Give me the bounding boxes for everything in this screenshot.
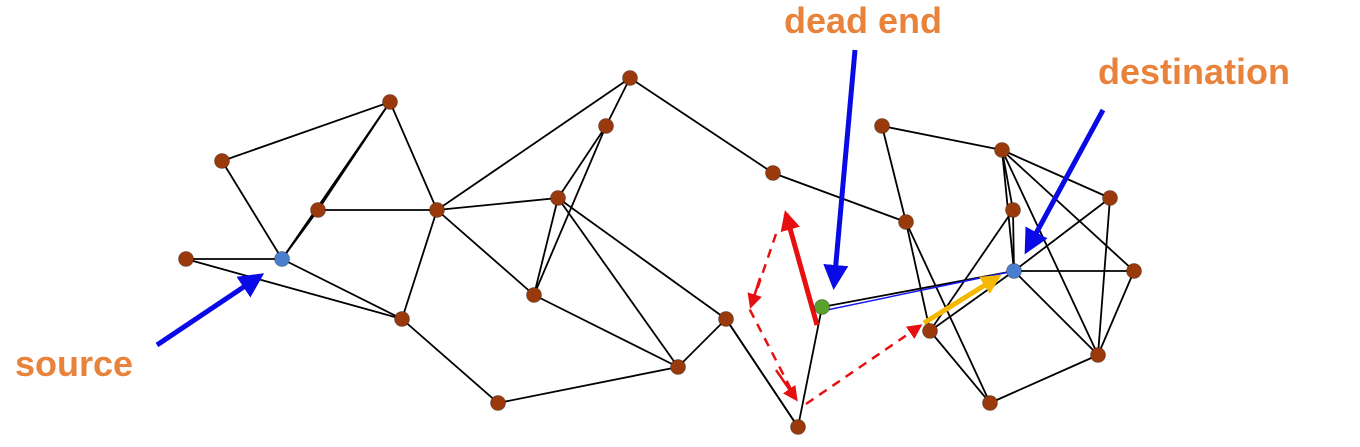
graph-edge-s-r bbox=[1001, 149, 1014, 211]
graph-edge-e-h bbox=[401, 209, 438, 320]
graph-node-r bbox=[994, 142, 1010, 158]
graph-node-j bbox=[526, 287, 542, 303]
graph-edge-e-c bbox=[436, 77, 631, 211]
graph-edge-src-d bbox=[281, 209, 319, 260]
graph-node-u bbox=[922, 323, 938, 339]
graph-edge-r-x bbox=[1001, 149, 1135, 272]
graph-edge-dst-t bbox=[1013, 197, 1111, 272]
graph-edge-f-i bbox=[557, 125, 607, 199]
dead-end-pointer-arrow bbox=[823, 49, 858, 290]
graph-edge-src-h bbox=[281, 258, 403, 320]
graph-edge-b-e bbox=[389, 101, 438, 211]
graph-edge-i-p bbox=[557, 197, 727, 320]
dead-end-label: dead end bbox=[784, 0, 943, 41]
graph-edge-a-src bbox=[221, 160, 283, 260]
dead-end-node bbox=[814, 299, 830, 315]
graph-node-m bbox=[670, 359, 686, 375]
graph-nodes bbox=[178, 70, 1142, 435]
graph-node-s bbox=[1005, 202, 1021, 218]
graph-edge-s-dst bbox=[1012, 209, 1015, 272]
graph-node-e bbox=[429, 202, 445, 218]
graph-node-o bbox=[790, 419, 806, 435]
graph-edge-o-de bbox=[797, 306, 823, 428]
graph-node-f bbox=[598, 118, 614, 134]
final-hop-arrow bbox=[922, 274, 1002, 326]
source-node bbox=[274, 251, 290, 267]
graph-edge-b-a bbox=[221, 101, 391, 162]
graph-edge-h-n bbox=[401, 318, 499, 404]
graph-node-c bbox=[622, 70, 638, 86]
source-label: source bbox=[15, 343, 134, 384]
graph-edge-q-u bbox=[905, 221, 931, 332]
graph-edge-r-t bbox=[1001, 149, 1111, 199]
graph-edge-r-w bbox=[1001, 149, 1099, 356]
graph-edge-b-d bbox=[317, 101, 391, 211]
backtrack-arrow bbox=[780, 210, 820, 326]
dashed-detour-path bbox=[748, 233, 797, 398]
graph-node-k bbox=[874, 118, 890, 134]
graph-edge-j-m bbox=[533, 294, 679, 368]
graph-node-q bbox=[898, 214, 914, 230]
graph-edge-g-h bbox=[185, 258, 403, 320]
graph-node-i bbox=[550, 190, 566, 206]
graph-edge-r-k bbox=[881, 125, 1003, 151]
graph-edge-e-i bbox=[436, 197, 559, 211]
destination-pointer-arrow bbox=[1024, 108, 1106, 255]
graph-node-b bbox=[382, 94, 398, 110]
graph-node-v bbox=[982, 395, 998, 411]
dashed-forward-path bbox=[805, 324, 923, 406]
graph-edge-i-j bbox=[533, 197, 559, 296]
graph-node-g bbox=[178, 251, 194, 267]
graph-edge-u-v bbox=[929, 330, 991, 404]
destination-label: destination bbox=[1098, 51, 1291, 92]
graph-node-t bbox=[1102, 190, 1118, 206]
graph-node-w bbox=[1090, 347, 1106, 363]
graph-edge-n-m bbox=[497, 366, 679, 404]
graph-node-p bbox=[718, 311, 734, 327]
graph-edge-e-j bbox=[436, 209, 535, 296]
graph-node-l bbox=[765, 165, 781, 181]
graph-node-h bbox=[394, 311, 410, 327]
graph-edge-k-q bbox=[881, 125, 907, 223]
graph-edge-t-w bbox=[1097, 197, 1111, 356]
graph-edge-p-o bbox=[725, 318, 799, 428]
dashed-arrow-head-up bbox=[747, 277, 762, 309]
graph-edge-f-j bbox=[533, 125, 607, 296]
graph-edge-m-p bbox=[677, 318, 727, 368]
graph-node-a bbox=[214, 153, 230, 169]
graph-edge-q-v bbox=[905, 221, 991, 404]
route-overlays bbox=[155, 49, 1106, 406]
graph-node-x bbox=[1126, 263, 1142, 279]
graph-edge-v-w bbox=[989, 354, 1099, 404]
source-pointer-arrow bbox=[155, 273, 265, 348]
graph-edges bbox=[185, 77, 1135, 428]
graph-edge-c-f bbox=[605, 77, 631, 127]
destination-node bbox=[1006, 263, 1022, 279]
graph-edge-x-w bbox=[1097, 270, 1135, 356]
graph-edge-i-m bbox=[557, 197, 679, 368]
graph-edge-dst-w bbox=[1013, 270, 1099, 356]
graph-edge-c-l bbox=[629, 77, 774, 174]
graph-node-d bbox=[310, 202, 326, 218]
graph-node-n bbox=[490, 395, 506, 411]
dashed-arrow-to-corner bbox=[774, 369, 798, 402]
